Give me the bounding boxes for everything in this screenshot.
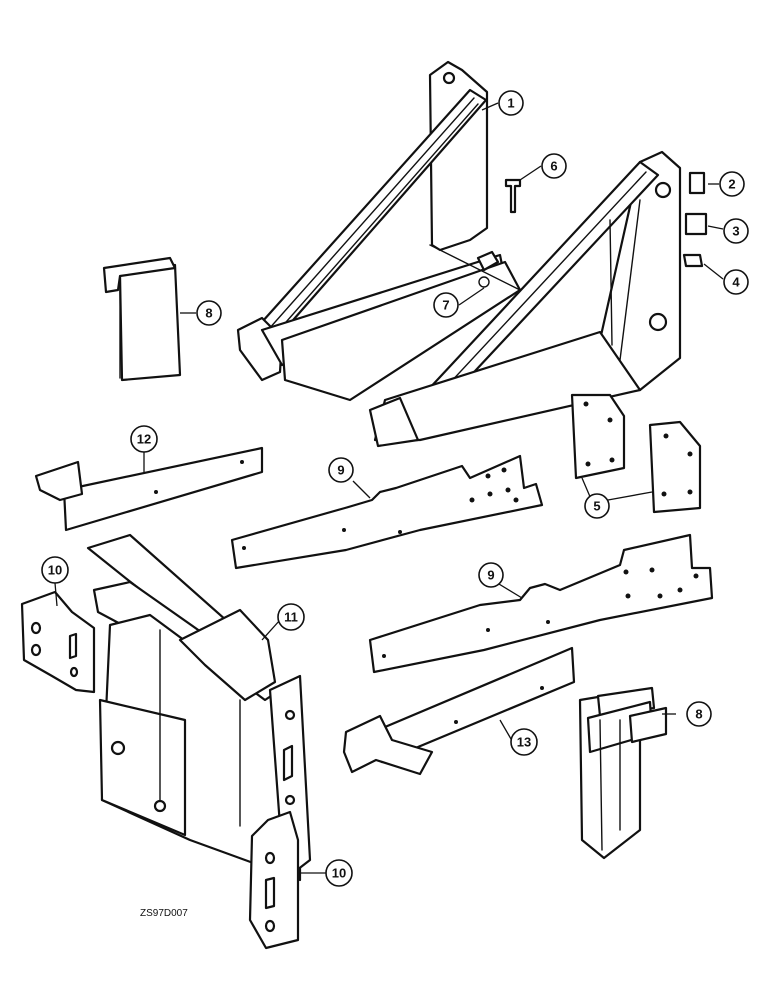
part-sleeve-top [102,256,182,382]
callout-9-upper: 9 [328,457,354,483]
callout-12: 12 [130,425,158,453]
part-bracket-12 [34,446,264,532]
part-bracket-10-upper [20,590,96,694]
part-clip [476,250,500,288]
callout-10-upper: 10 [41,556,69,584]
callout-1: 1 [498,90,524,116]
part-sleeve-bottom [578,686,668,860]
callout-3: 3 [723,218,749,244]
part-bracket-10-lower [248,810,300,950]
callout-9-lower: 9 [478,562,504,588]
part-headstock [86,533,312,882]
callout-13: 13 [510,728,538,756]
leader-lines [54,102,724,874]
callout-5: 5 [584,493,610,519]
callout-8-top: 8 [196,300,222,326]
callout-10-lower: 10 [325,859,353,887]
part-mount-plates [570,393,702,514]
callout-label-12: 12 [137,432,151,447]
callout-4: 4 [723,269,749,295]
callout-11: 11 [277,603,305,631]
callout-6: 6 [541,153,567,179]
callout-8-bottom: 8 [686,701,712,727]
callout-2: 2 [719,171,745,197]
part-bracket-13 [342,646,576,776]
callout-label-5: 5 [593,499,600,514]
callout-label-1: 1 [507,96,514,111]
callout-label-9-lower: 9 [487,568,494,583]
part-a-frame [236,60,682,448]
callout-label-2: 2 [728,177,735,192]
callout-label-13: 13 [517,735,531,750]
callout-label-11: 11 [284,610,298,625]
callout-label-9-upper: 9 [337,463,344,478]
part-plate-9-upper [230,454,544,570]
callout-label-8-bottom: 8 [695,707,702,722]
part-plate-9-lower [368,533,714,674]
drawing-code: ZS97D007 [140,908,188,919]
callout-7: 7 [433,292,459,318]
callout-label-8-top: 8 [205,306,212,321]
callout-label-3: 3 [732,224,739,239]
callout-label-4: 4 [732,275,740,290]
part-pin [504,178,522,214]
callout-label-7: 7 [442,298,449,313]
callout-label-6: 6 [550,159,557,174]
callout-label-10-upper: 10 [48,563,62,578]
part-decals [682,171,708,268]
callout-label-10-lower: 10 [332,866,346,881]
